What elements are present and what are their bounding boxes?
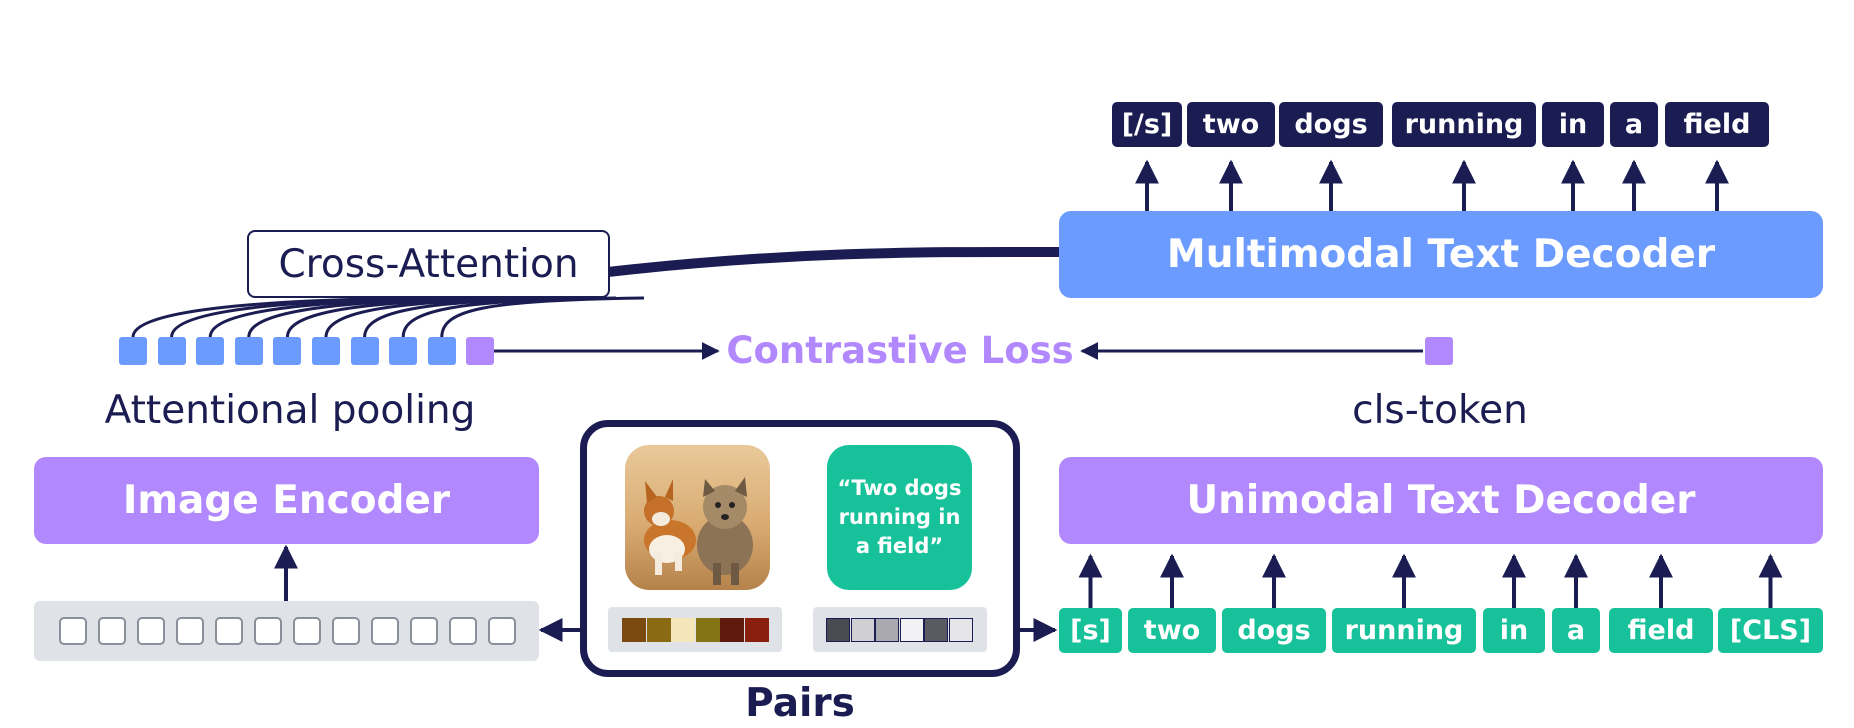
image-patch [293, 617, 321, 645]
output-token-arrows [1135, 159, 1729, 211]
multimodal-text-decoder: Multimodal Text Decoder [1059, 211, 1823, 298]
output-token: field [1665, 102, 1769, 147]
image-patch [410, 617, 438, 645]
image-patch [332, 617, 360, 645]
image-patch [176, 617, 204, 645]
input-token: field [1609, 608, 1713, 653]
image-patch [98, 617, 126, 645]
input-token: [s] [1059, 608, 1122, 653]
image-patch [137, 617, 165, 645]
cross-attention-lines [131, 296, 645, 338]
pooled-token-square [234, 337, 263, 365]
text-color-swatch [875, 618, 899, 642]
image-color-swatch [744, 618, 769, 642]
cross-attention-connector [607, 246, 1060, 277]
attentional-pooling-label: Attentional pooling [104, 388, 476, 433]
caption-card: “Two dogs running in a field” [827, 445, 972, 590]
image-patch [371, 617, 399, 645]
cross-attention-label: Cross-Attention [278, 241, 579, 287]
image-patch [254, 617, 282, 645]
output-token: dogs [1279, 102, 1383, 147]
pooled-cls-square [466, 337, 495, 365]
pooled-token-square [312, 337, 340, 365]
image-encoder-label: Image Encoder [122, 478, 451, 523]
cls-token-label: cls-token [1352, 388, 1528, 433]
text-color-swatch [948, 618, 973, 642]
image-patch [215, 617, 243, 645]
dog-photo [625, 445, 770, 590]
input-token: [CLS] [1718, 608, 1823, 653]
text-color-swatch [924, 618, 948, 642]
image-color-swatch [622, 618, 646, 642]
output-token: a [1610, 102, 1658, 147]
input-token-arrows [1078, 553, 1783, 608]
pooled-token-square [389, 337, 418, 365]
image-color-swatch [720, 618, 744, 642]
text-color-swatch [850, 618, 875, 642]
cls-token-square [1425, 337, 1453, 365]
pooled-token-square [119, 337, 147, 365]
image-patch [59, 617, 87, 645]
input-token: two [1128, 608, 1216, 653]
pooled-token-square [273, 337, 302, 365]
unimodal-text-decoder-label: Unimodal Text Decoder [1186, 478, 1696, 523]
pooled-token-square [196, 337, 225, 365]
output-token: [/s] [1112, 102, 1182, 147]
image-patch [488, 617, 516, 645]
pooled-token-square [427, 337, 456, 365]
pooled-token-square [350, 337, 379, 365]
output-token: two [1187, 102, 1275, 147]
output-token: in [1542, 102, 1604, 147]
pairs-label: Pairs [745, 681, 855, 726]
text-color-swatch [826, 618, 850, 642]
input-token: dogs [1222, 608, 1326, 653]
caption-text: “Two dogs running in a field” [837, 476, 962, 558]
image-color-swatch [646, 618, 671, 642]
text-color-swatch [899, 618, 924, 642]
image-patch [449, 617, 477, 645]
image-color-swatch [695, 618, 720, 642]
contrastive-loss-label: Contrastive Loss [726, 329, 1074, 372]
output-token: running [1392, 102, 1536, 147]
multimodal-text-decoder-label: Multimodal Text Decoder [1166, 232, 1716, 277]
image-encoder: Image Encoder [34, 457, 539, 544]
input-token: in [1483, 608, 1545, 653]
cross-attention-line [440, 296, 645, 338]
unimodal-text-decoder: Unimodal Text Decoder [1059, 457, 1823, 544]
cross-attention-box: Cross-Attention [247, 230, 610, 298]
input-token: running [1332, 608, 1476, 653]
pooled-token-square [157, 337, 186, 365]
input-token: a [1552, 608, 1600, 653]
image-color-swatch [671, 618, 695, 642]
